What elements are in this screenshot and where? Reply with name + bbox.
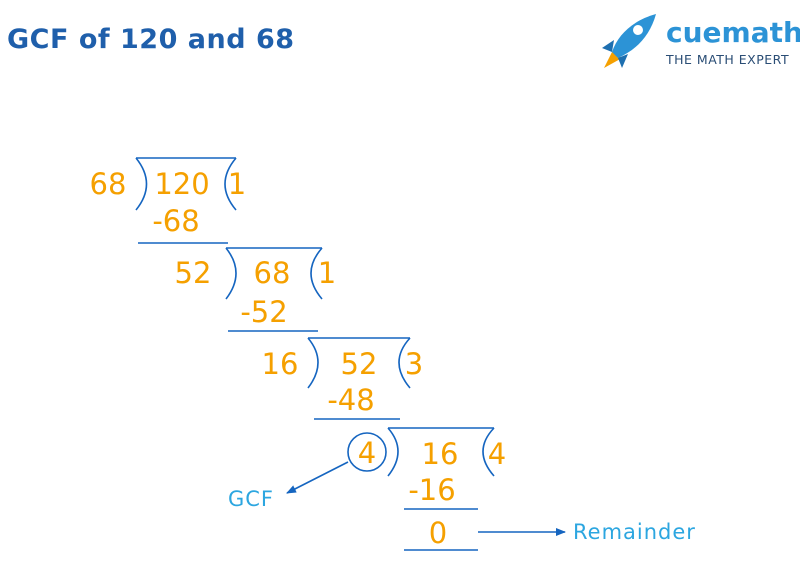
step-2-dividend: 68 [254, 256, 291, 290]
rocket-fin-right [618, 54, 628, 68]
step-3-quotient: 3 [405, 347, 423, 381]
step-2-right-bracket [310, 247, 323, 300]
step-2-left-bracket [225, 247, 237, 300]
step-3-right-bracket [398, 337, 411, 389]
step-1-right-bracket [224, 157, 237, 211]
step-1-subtract: -68 [152, 204, 199, 238]
step-3-divisor: 16 [262, 347, 299, 381]
rocket-body [612, 14, 656, 58]
logo-tagline: THE MATH EXPERT [666, 52, 790, 67]
division-step-1: 68 120 1 -68 [90, 157, 246, 244]
gcf-arrow [286, 461, 349, 494]
step-1-quotient: 1 [228, 167, 246, 201]
step-1-dividend: 120 [154, 167, 209, 201]
rocket-fin-left [602, 40, 614, 52]
final-remainder-group: 0 [404, 516, 478, 551]
gcf-label: GCF [228, 487, 274, 511]
step-4-dividend: 16 [422, 437, 459, 471]
step-3-dividend: 52 [341, 347, 378, 381]
division-step-2: 52 68 1 -52 [175, 247, 336, 332]
cuemath-logo[interactable]: cuemath THE MATH EXPERT [596, 12, 800, 72]
step-2-divisor: 52 [175, 256, 212, 290]
step-4-quotient: 4 [488, 437, 506, 471]
step-2-subtract: -52 [240, 295, 287, 329]
step-4-left-bracket [387, 427, 399, 477]
step-4-subtract: -16 [408, 473, 455, 507]
step-4-divisor: 4 [358, 436, 376, 470]
page-title: GCF of 120 and 68 [7, 24, 295, 55]
step-1-divisor: 68 [90, 167, 127, 201]
final-remainder: 0 [429, 516, 447, 550]
division-step-3: 16 52 3 -48 [262, 337, 423, 420]
remainder-label: Remainder [573, 520, 696, 544]
step-3-left-bracket [307, 337, 319, 389]
step-2-quotient: 1 [318, 256, 336, 290]
step-3-subtract: -48 [327, 383, 374, 417]
rocket-window [633, 25, 643, 35]
rocket-icon [602, 14, 656, 68]
step-1-left-bracket [135, 157, 148, 211]
gcf-highlight-circle [347, 432, 387, 472]
step-4-right-bracket [482, 427, 495, 477]
division-step-4: 4 16 4 -16 [347, 427, 506, 510]
logo-name: cuemath [666, 16, 800, 49]
